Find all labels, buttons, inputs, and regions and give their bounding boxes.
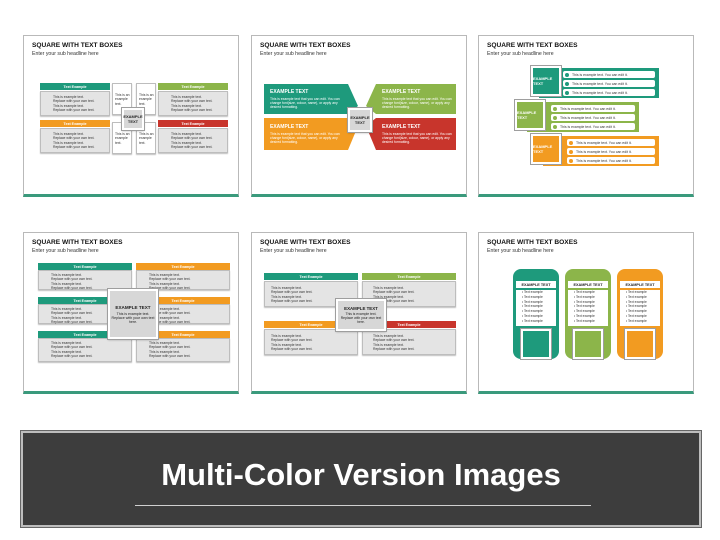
row-text: This is example text. You can edit it. xyxy=(576,140,632,145)
text-panel: This is example text. Replace with your … xyxy=(40,128,110,153)
row-text: This is example text. You can edit it. xyxy=(572,72,628,77)
text-panel: This is example text. Replace with your … xyxy=(136,338,230,362)
row-item: This is example text. You can edit it. xyxy=(551,123,635,130)
slide-subtitle: Enter your sub headline here xyxy=(32,51,99,57)
slide-thumbnail-3[interactable]: SQUARE WITH TEXT BOXES Enter your sub he… xyxy=(478,35,694,197)
row-text: This is example text. You can edit it. xyxy=(572,90,628,95)
ribbon-shapes xyxy=(264,84,456,150)
text-panel: This is example text. Replace with your … xyxy=(136,304,230,324)
text-panel: This is example text. Replace with your … xyxy=(38,270,132,290)
column-square-orange xyxy=(624,328,656,360)
banner-title: Multi-Color Version Images xyxy=(161,457,561,492)
text-panel: This is example text. Replace with your … xyxy=(158,91,228,116)
row-item: This is example text. You can edit it. xyxy=(551,114,635,121)
center-title: EXAMPLE TEXT xyxy=(344,306,378,311)
row-text: This is example text. You can edit it. xyxy=(560,106,616,111)
row-text: This is example text. You can edit it. xyxy=(576,149,632,154)
bar-orange: Text Example xyxy=(264,321,358,328)
slide-subtitle: Enter your sub headline here xyxy=(32,248,99,254)
mini-panel: This is an example text. xyxy=(136,83,156,115)
bar-green: Text Example xyxy=(158,83,228,90)
slide-title: SQUARE WITH TEXT BOXES xyxy=(487,239,578,246)
column-square-teal xyxy=(520,328,552,360)
slide-subtitle: Enter your sub headline here xyxy=(260,51,327,57)
bar-teal: Text Example xyxy=(40,83,110,90)
slide-thumbnail-2[interactable]: SQUARE WITH TEXT BOXES Enter your sub he… xyxy=(251,35,467,197)
text-panel: This is example text. Replace with your … xyxy=(40,91,110,116)
column-teal: EXAMPLE TEXT Text exampleText exampleTex… xyxy=(513,269,559,359)
row-item: This is example text. You can edit it. xyxy=(563,71,655,78)
bar-orange: Text Example xyxy=(136,297,230,304)
bar-teal: Text Example xyxy=(38,263,132,270)
center-square: EXAMPLE TEXT xyxy=(347,107,373,133)
column-list: Text exampleText exampleText exampleText… xyxy=(568,290,608,326)
column-list: Text exampleText exampleText exampleText… xyxy=(620,290,660,326)
row-item: This is example text. You can edit it. xyxy=(567,148,655,155)
ribbon-description: This is example text that you can edit. … xyxy=(382,132,452,145)
center-body: This is example text. Replace with your … xyxy=(340,312,382,324)
bar-orange: Text Example xyxy=(136,331,230,338)
row-text: This is example text. You can edit it. xyxy=(572,81,628,86)
slide-thumbnail-1[interactable]: SQUARE WITH TEXT BOXES Enter your sub he… xyxy=(23,35,239,197)
row-text: This is example text. You can edit it. xyxy=(560,115,616,120)
square-green: EXAMPLE TEXT xyxy=(514,99,546,131)
bar-orange: Text Example xyxy=(136,263,230,270)
column-green: EXAMPLE TEXT Text exampleText exampleTex… xyxy=(565,269,611,359)
row-item: This is example text. You can edit it. xyxy=(567,139,655,146)
slide-title: SQUARE WITH TEXT BOXES xyxy=(487,42,578,49)
text-panel: This is example text. Replace with your … xyxy=(38,338,132,362)
bar-red: Text Example xyxy=(362,321,456,328)
column-list: Text exampleText exampleText exampleText… xyxy=(516,290,556,326)
bar-red: Text Example xyxy=(158,120,228,127)
square-teal: EXAMPLE TEXT xyxy=(530,65,562,97)
column-header: EXAMPLE TEXT xyxy=(568,281,608,288)
row-item: This is example text. You can edit it. xyxy=(563,89,655,96)
ribbon-label: EXAMPLE TEXT xyxy=(270,89,309,95)
slide-subtitle: Enter your sub headline here xyxy=(260,248,327,254)
mini-panel: This is an example text. xyxy=(112,83,132,115)
text-panel: This is example text. Replace with your … xyxy=(158,128,228,153)
slide-title: SQUARE WITH TEXT BOXES xyxy=(32,239,123,246)
slide-subtitle: Enter your sub headline here xyxy=(487,51,554,57)
center-title: EXAMPLE TEXT xyxy=(115,304,151,310)
row-item: This is example text. You can edit it. xyxy=(563,80,655,87)
bar-orange: Text Example xyxy=(40,120,110,127)
ribbon-description: This is example text that you can edit. … xyxy=(270,97,340,110)
row-item: This is example text. You can edit it. xyxy=(567,157,655,164)
column-square-green xyxy=(572,328,604,360)
slide-thumbnail-5[interactable]: SQUARE WITH TEXT BOXES Enter your sub he… xyxy=(251,232,467,394)
slide-thumbnail-4[interactable]: SQUARE WITH TEXT BOXES Enter your sub he… xyxy=(23,232,239,394)
row-text: This is example text. You can edit it. xyxy=(560,124,616,129)
slide-title: SQUARE WITH TEXT BOXES xyxy=(260,239,351,246)
mini-panel: This is an example text. xyxy=(136,122,156,154)
center-square: EXAMPLE TEXT This is example text. Repla… xyxy=(107,288,159,340)
ribbon-label: EXAMPLE TEXT xyxy=(270,124,309,130)
slide-subtitle: Enter your sub headline here xyxy=(487,248,554,254)
bar-green: Text Example xyxy=(362,273,456,280)
ribbon-label: EXAMPLE TEXT xyxy=(382,124,421,130)
column-header: EXAMPLE TEXT xyxy=(516,281,556,288)
square-orange: EXAMPLE TEXT xyxy=(530,133,562,165)
text-panel: This is example text. Replace with your … xyxy=(136,270,230,290)
center-square: EXAMPLE TEXT This is example text. Repla… xyxy=(335,298,387,332)
banner-divider xyxy=(135,505,591,506)
slide-thumbnail-6[interactable]: SQUARE WITH TEXT BOXES Enter your sub he… xyxy=(478,232,694,394)
ribbon-description: This is example text that you can edit. … xyxy=(382,97,452,110)
row-item: This is example text. You can edit it. xyxy=(551,105,635,112)
ribbon-label: EXAMPLE TEXT xyxy=(382,89,421,95)
slide-title: SQUARE WITH TEXT BOXES xyxy=(32,42,123,49)
center-body: This is example text. Replace with your … xyxy=(111,311,155,324)
ribbon-description: This is example text that you can edit. … xyxy=(270,132,340,145)
slide-title: SQUARE WITH TEXT BOXES xyxy=(260,42,351,49)
text-panel: This is example text. Replace with your … xyxy=(362,329,456,355)
row-text: This is example text. You can edit it. xyxy=(576,158,632,163)
bar-teal: Text Example xyxy=(38,297,132,304)
center-square: EXAMPLE TEXT xyxy=(121,107,145,131)
column-header: EXAMPLE TEXT xyxy=(620,281,660,288)
bar-teal: Text Example xyxy=(38,331,132,338)
caption-banner: Multi-Color Version Images xyxy=(20,430,702,528)
bar-teal: Text Example xyxy=(264,273,358,280)
text-panel: This is example text. Replace with your … xyxy=(264,329,358,355)
